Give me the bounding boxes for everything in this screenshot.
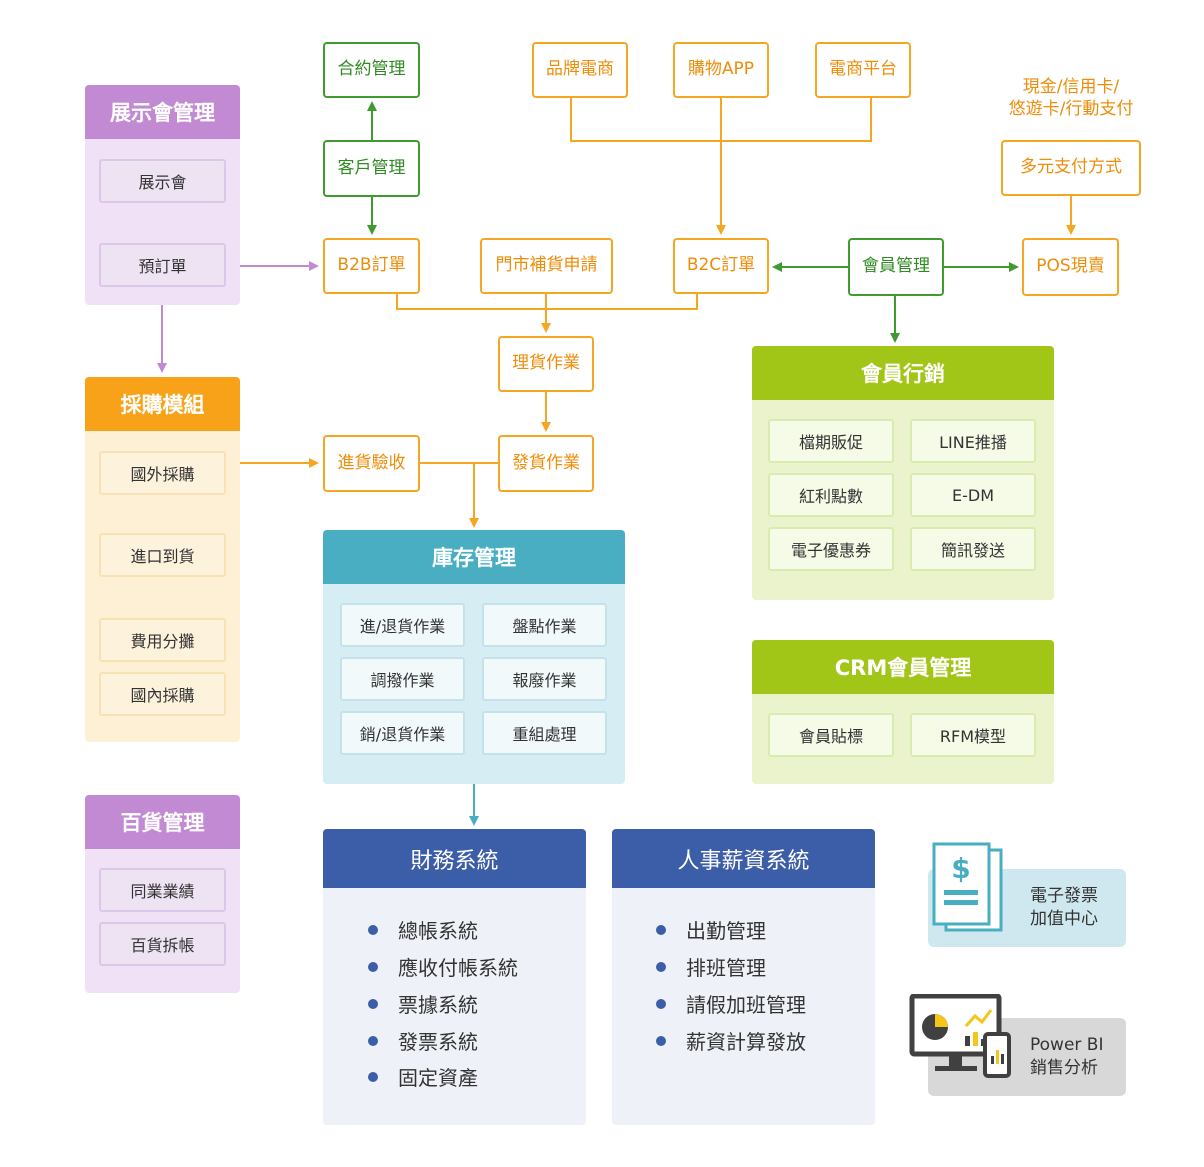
purchase-item[interactable]: 費用分攤: [99, 618, 226, 662]
purchase-item[interactable]: 國內採購: [99, 672, 226, 716]
node-picking-operation[interactable]: 理貨作業: [498, 336, 594, 392]
purchase-item[interactable]: 進口到貨: [99, 533, 226, 577]
exhibition-panel-title: 展示會管理: [85, 85, 240, 139]
node-contract-management[interactable]: 合約管理: [323, 42, 420, 98]
member-marketing-panel-title: 會員行銷: [752, 346, 1054, 400]
node-store-restock-request[interactable]: 門市補貨申請: [480, 238, 613, 294]
bullet-icon: [368, 924, 378, 935]
node-pos-sales[interactable]: POS現賣: [1022, 238, 1119, 296]
hr-list-item: 薪資計算發放: [656, 1026, 806, 1055]
marketing-item[interactable]: LINE推播: [910, 419, 1036, 463]
node-receiving-inspection[interactable]: 進貨驗收: [323, 435, 420, 492]
department-item[interactable]: 同業業績: [99, 868, 226, 912]
marketing-item[interactable]: 紅利點數: [768, 473, 894, 517]
department-item[interactable]: 百貨拆帳: [99, 922, 226, 966]
node-member-management[interactable]: 會員管理: [848, 238, 944, 296]
marketing-item[interactable]: E-DM: [910, 473, 1036, 517]
crm-item[interactable]: RFM模型: [910, 713, 1036, 757]
crm-item[interactable]: 會員貼標: [768, 713, 894, 757]
inventory-item[interactable]: 調撥作業: [340, 657, 465, 701]
node-ecommerce-platform[interactable]: 電商平台: [815, 42, 911, 98]
inventory-panel-title: 庫存管理: [323, 530, 625, 584]
marketing-item[interactable]: 簡訊發送: [910, 527, 1036, 571]
hr-list-item: 排班管理: [656, 952, 766, 981]
dashboard-monitor-icon: [909, 994, 1011, 1078]
department-store-panel-title: 百貨管理: [85, 795, 240, 849]
crm-panel: CRM會員管理 會員貼標 RFM模型: [752, 640, 1054, 784]
node-b2b-order[interactable]: B2B訂單: [323, 238, 420, 294]
crm-panel-title: CRM會員管理: [752, 640, 1054, 694]
finance-list-item: 固定資產: [368, 1062, 478, 1091]
node-b2c-order[interactable]: B2C訂單: [673, 238, 769, 294]
exhibition-item[interactable]: 展示會: [99, 159, 226, 203]
bullet-icon: [656, 1035, 666, 1046]
finance-list-item: 總帳系統: [368, 915, 478, 944]
finance-list-item: 發票系統: [368, 1026, 478, 1055]
node-multi-payment[interactable]: 多元支付方式: [1001, 140, 1141, 196]
inventory-item[interactable]: 重組處理: [482, 711, 607, 755]
bullet-icon: [656, 924, 666, 935]
node-customer-management[interactable]: 客戶管理: [323, 140, 420, 197]
bullet-icon: [368, 961, 378, 972]
payment-methods-note: 現金/信用卡/ 悠遊卡/行動支付: [1008, 77, 1134, 120]
bullet-icon: [368, 1071, 378, 1082]
hr-panel-title: 人事薪資系統: [612, 829, 875, 888]
preorder-item[interactable]: 預訂單: [99, 243, 226, 287]
hr-list-item: 請假加班管理: [656, 989, 806, 1018]
exhibition-panel: 展示會管理 展示會 預訂單: [85, 85, 240, 305]
member-marketing-panel: 會員行銷 檔期販促 LINE推播 紅利點數 E-DM 電子優惠券 簡訊發送: [752, 346, 1054, 600]
inventory-item[interactable]: 進/退貨作業: [340, 603, 465, 647]
node-brand-ecommerce[interactable]: 品牌電商: [532, 42, 628, 98]
department-store-panel: 百貨管理 同業業績 百貨拆帳: [85, 795, 240, 993]
bullet-icon: [368, 998, 378, 1009]
finance-panel-title: 財務系統: [323, 829, 586, 888]
hr-list-item: 出勤管理: [656, 915, 766, 944]
hr-panel: 人事薪資系統 出勤管理 排班管理 請假加班管理 薪資計算發放: [612, 829, 875, 1125]
node-shipping-operation[interactable]: 發貨作業: [498, 435, 594, 492]
marketing-item[interactable]: 電子優惠券: [768, 527, 894, 571]
marketing-item[interactable]: 檔期販促: [768, 419, 894, 463]
inventory-panel: 庫存管理 進/退貨作業 盤點作業 調撥作業 報廢作業 銷/退貨作業 重組處理: [323, 530, 625, 784]
inventory-item[interactable]: 銷/退貨作業: [340, 711, 465, 755]
svg-text:$: $: [951, 852, 970, 885]
finance-list-item: 票據系統: [368, 989, 478, 1018]
purchase-panel-title: 採購模組: [85, 377, 240, 431]
finance-panel: 財務系統 總帳系統 應收付帳系統 票據系統 發票系統 固定資產: [323, 829, 586, 1125]
bullet-icon: [656, 998, 666, 1009]
inventory-item[interactable]: 報廢作業: [482, 657, 607, 701]
node-shopping-app[interactable]: 購物APP: [673, 42, 769, 98]
bullet-icon: [656, 961, 666, 972]
inventory-item[interactable]: 盤點作業: [482, 603, 607, 647]
finance-list-item: 應收付帳系統: [368, 952, 518, 981]
purchase-panel: 採購模組 國外採購 進口到貨 費用分攤 國內採購: [85, 377, 240, 742]
bullet-icon: [368, 1035, 378, 1046]
purchase-item[interactable]: 國外採購: [99, 451, 226, 495]
invoice-document-icon: $: [932, 842, 1003, 932]
